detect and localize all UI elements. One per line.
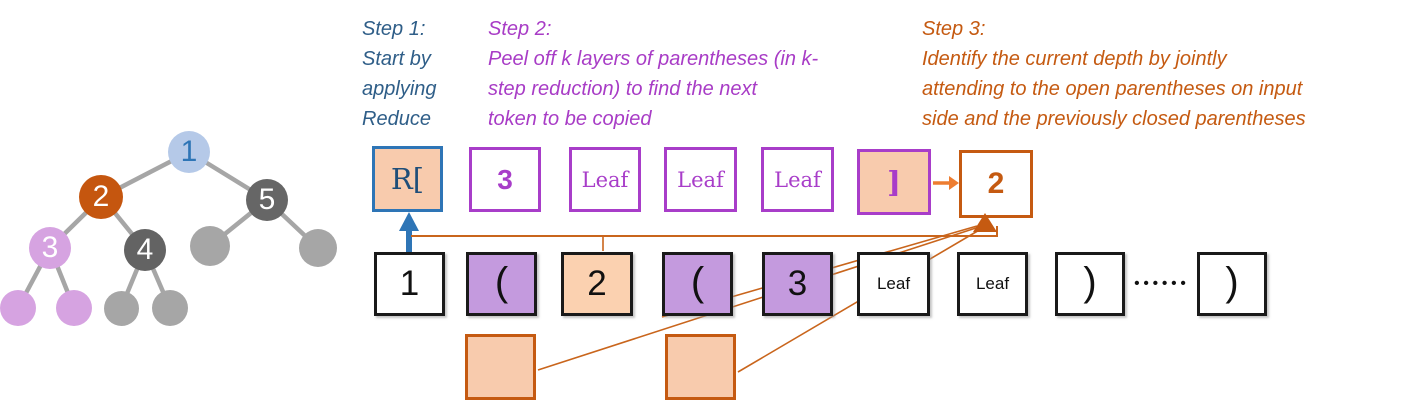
reduce-arrowhead: [399, 212, 419, 231]
input-open-paren-1: (: [466, 252, 537, 316]
ellipsis-dots: ••••••: [1134, 275, 1190, 292]
tree-node-2: 2: [79, 175, 123, 219]
tree-leaf-node: [152, 290, 188, 326]
input-leaf-token-2: Leaf: [957, 252, 1028, 316]
closed-paren-memory-box-2: [665, 334, 736, 400]
output-depth-token: 2: [959, 150, 1033, 218]
step3-annotation: Step 3: Identify the current depth by jo…: [922, 18, 1306, 130]
reduced-token-3: 3: [469, 147, 541, 212]
reduced-token-leaf-2: Leaf: [664, 147, 737, 212]
step1-annotation: Step 1: Start by applying Reduce: [362, 18, 437, 130]
tree-node-5: 5: [246, 179, 288, 221]
attention-line-horizontal: [411, 226, 998, 237]
input-token-2: 2: [561, 252, 633, 316]
tree-node-1: 1: [168, 131, 210, 173]
tree-leaf-node: [0, 290, 36, 326]
tree-leaf-node: [104, 291, 139, 326]
copy-arrowhead: [949, 176, 959, 190]
input-close-paren-1: ): [1055, 252, 1125, 316]
tree-node-3: 3: [29, 227, 71, 269]
reduced-token-leaf-3: Leaf: [761, 147, 834, 212]
tree-leaf-node: [299, 229, 337, 267]
input-token-1: 1: [374, 252, 445, 316]
tree-node-4: 4: [124, 229, 166, 271]
tree-leaf-node: [56, 290, 92, 326]
input-open-paren-2: (: [662, 252, 733, 316]
close-bracket-token: ]: [857, 149, 931, 215]
input-token-3: 3: [762, 252, 833, 316]
step2-annotation: Step 2: Peel off k layers of parentheses…: [488, 18, 819, 130]
closed-paren-memory-box-1: [465, 334, 536, 400]
input-close-paren-2: ): [1197, 252, 1267, 316]
tree-leaf-node: [190, 226, 230, 266]
tree-edges: [16, 150, 320, 310]
reduced-token-leaf-1: Leaf: [569, 147, 641, 212]
reduce-open-token: R[: [372, 146, 443, 212]
input-leaf-token-1: Leaf: [857, 252, 930, 316]
